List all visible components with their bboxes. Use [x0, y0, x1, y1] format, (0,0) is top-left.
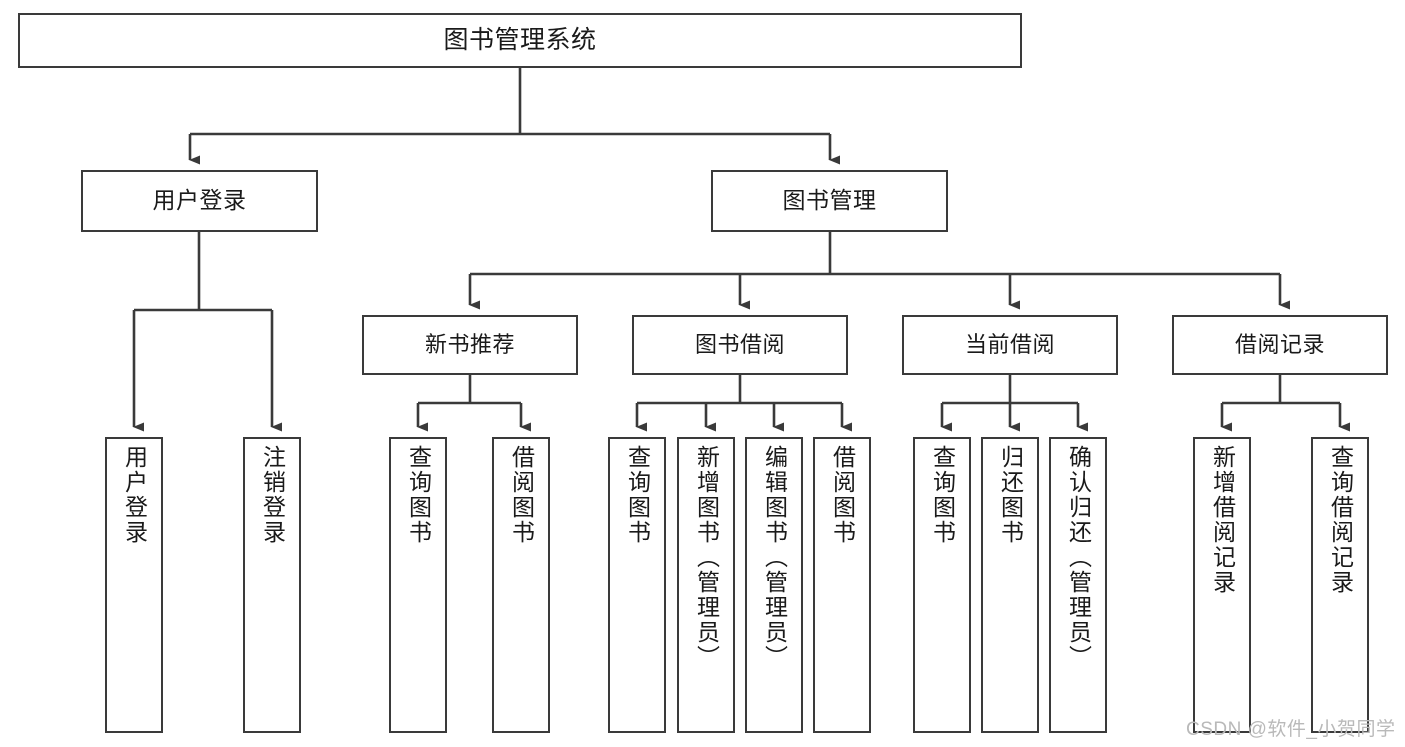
node-label: 编辑图书（管理员） [761, 445, 788, 670]
node-label: 查询借阅记录 [1327, 445, 1354, 595]
node-label: 新增图书（管理员） [693, 445, 720, 670]
leaf-book-borrow-add-book-admin[interactable]: 新增图书（管理员） [677, 437, 735, 733]
leaf-user-login-login[interactable]: 用户登录 [105, 437, 163, 733]
node-label: 借阅记录 [1234, 332, 1325, 358]
node-label: 查询图书 [929, 445, 956, 545]
leaf-book-borrow-borrow-book[interactable]: 借阅图书 [813, 437, 871, 733]
node-label: 新增借阅记录 [1209, 445, 1236, 595]
node-label: 当前借阅 [964, 332, 1055, 358]
node-root-book-management-system[interactable]: 图书管理系统 [18, 13, 1022, 68]
node-label: 新书推荐 [424, 332, 515, 358]
node-label: 图书管理 [782, 187, 877, 214]
node-book-borrow[interactable]: 图书借阅 [632, 315, 848, 375]
leaf-new-book-query-book[interactable]: 查询图书 [389, 437, 447, 733]
node-user-login[interactable]: 用户登录 [81, 170, 318, 232]
node-label: 图书借阅 [694, 332, 785, 358]
leaf-current-borrow-query-book[interactable]: 查询图书 [913, 437, 971, 733]
node-label: 图书管理系统 [443, 25, 597, 54]
leaf-book-borrow-edit-book-admin[interactable]: 编辑图书（管理员） [745, 437, 803, 733]
node-label: 注销登录 [259, 445, 286, 545]
leaf-book-borrow-query-book[interactable]: 查询图书 [608, 437, 666, 733]
node-label: 归还图书 [997, 445, 1024, 545]
leaf-new-book-borrow-book[interactable]: 借阅图书 [492, 437, 550, 733]
node-label: 用户登录 [152, 187, 247, 214]
node-new-book-recommend[interactable]: 新书推荐 [362, 315, 578, 375]
leaf-current-borrow-confirm-return-admin[interactable]: 确认归还（管理员） [1049, 437, 1107, 733]
leaf-current-borrow-return-book[interactable]: 归还图书 [981, 437, 1039, 733]
node-label: 借阅图书 [508, 445, 535, 545]
node-current-borrow[interactable]: 当前借阅 [902, 315, 1118, 375]
leaf-borrow-record-query-record[interactable]: 查询借阅记录 [1311, 437, 1369, 733]
node-label: 用户登录 [121, 445, 148, 545]
leaf-borrow-record-add-record[interactable]: 新增借阅记录 [1193, 437, 1251, 733]
node-label: 借阅图书 [829, 445, 856, 545]
node-label: 确认归还（管理员） [1065, 445, 1092, 670]
node-borrow-record[interactable]: 借阅记录 [1172, 315, 1388, 375]
node-label: 查询图书 [405, 445, 432, 545]
leaf-user-login-logout[interactable]: 注销登录 [243, 437, 301, 733]
node-book-management[interactable]: 图书管理 [711, 170, 948, 232]
node-label: 查询图书 [624, 445, 651, 545]
csdn-watermark: CSDN @软件_小贺同学 [1186, 719, 1396, 740]
